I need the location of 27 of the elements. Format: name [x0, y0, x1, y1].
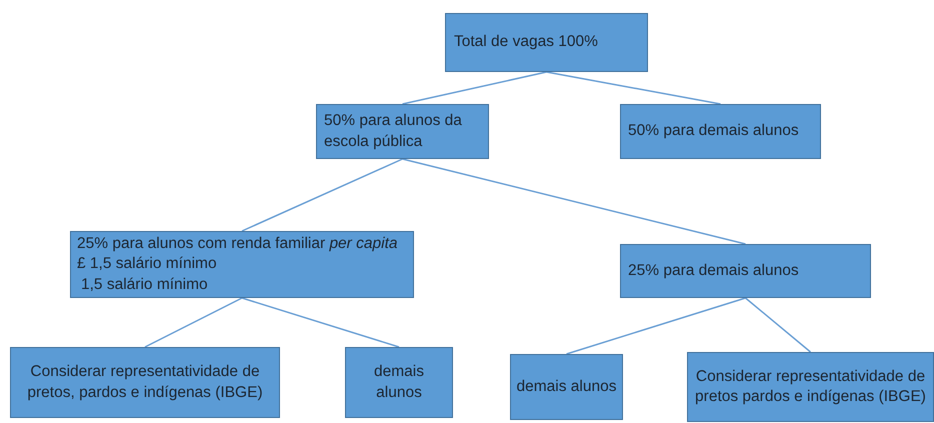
box-text: 1,5 salário mínimo — [80, 274, 208, 295]
process-box — [620, 244, 871, 298]
connector-line — [546, 71, 721, 105]
process-box — [345, 347, 453, 418]
process-box — [70, 231, 414, 298]
connector-line — [144, 297, 242, 348]
connector-line — [402, 71, 547, 105]
box-text: demais alunos — [516, 376, 616, 397]
box-text: Considerar representatividade de pretos, pardos e indígenas (IBGE) — [26, 362, 264, 402]
box-text: 25% para alunos com renda familiar per capita £ 1,5 salário mínimo — [77, 234, 399, 274]
process-box — [687, 352, 934, 422]
connector-line — [402, 158, 746, 245]
connector-line — [745, 297, 811, 353]
process-box — [510, 354, 623, 420]
box-text: 50% para demais alunos — [628, 121, 799, 142]
connector-line — [242, 158, 403, 232]
process-box — [10, 347, 280, 418]
connector-line — [566, 297, 746, 355]
connector-line — [242, 297, 400, 348]
box-text: 25% para demais alunos — [628, 260, 799, 281]
box-text: 50% para alunos da escola pública — [324, 111, 463, 152]
process-box — [620, 104, 821, 159]
process-box — [445, 13, 648, 72]
box-text: Total de vagas 100% — [454, 32, 598, 52]
box-text: demais alunos — [373, 362, 425, 402]
box-text: Considerar representatividade de pretos pardos e indígenas (IBGE) — [694, 366, 927, 407]
process-box — [316, 104, 489, 159]
